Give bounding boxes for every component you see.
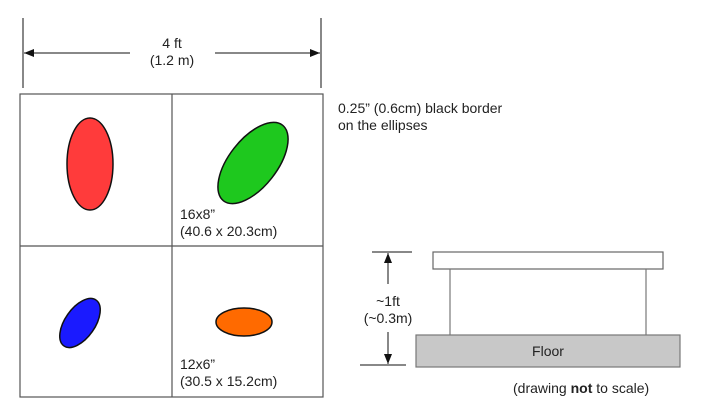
width-label: 4 ft (1.2 m)	[128, 35, 216, 69]
small-ellipse-size-label: 12x6” (30.5 x 15.2cm)	[180, 356, 277, 390]
scale-note-bold: not	[570, 380, 593, 396]
large-ellipse-size-label: 16x8” (40.6 x 20.3cm)	[180, 206, 277, 240]
large-size-line1: 16x8”	[180, 206, 216, 222]
height-label-line2: (~0.3m)	[363, 310, 413, 326]
height-label: ~1ft (~0.3m)	[350, 293, 426, 327]
blue-ellipse	[59, 297, 101, 349]
large-size-line2: (40.6 x 20.3cm)	[180, 223, 278, 239]
green-ellipse	[217, 121, 289, 205]
border-note: 0.25” (0.6cm) black border on the ellips…	[338, 100, 502, 134]
scale-note-suffix: to scale)	[592, 380, 650, 396]
border-note-line1: 0.25” (0.6cm) black border	[338, 100, 503, 116]
border-note-line2: on the ellipses	[338, 117, 428, 133]
red-ellipse	[66, 117, 114, 211]
width-label-line1: 4 ft	[162, 35, 182, 51]
small-size-line1: 12x6”	[180, 356, 216, 372]
orange-ellipse	[215, 307, 273, 337]
width-label-line2: (1.2 m)	[149, 52, 195, 68]
small-size-line2: (30.5 x 15.2cm)	[180, 373, 278, 389]
height-label-line1: ~1ft	[376, 293, 400, 309]
floor-block	[415, 334, 681, 368]
floor-label: Floor	[532, 343, 564, 359]
scale-note: (drawing not to scale)	[513, 380, 649, 397]
ellipse-grid	[19, 93, 324, 398]
platform-top	[432, 251, 664, 270]
scale-note-prefix: (drawing	[513, 380, 571, 396]
